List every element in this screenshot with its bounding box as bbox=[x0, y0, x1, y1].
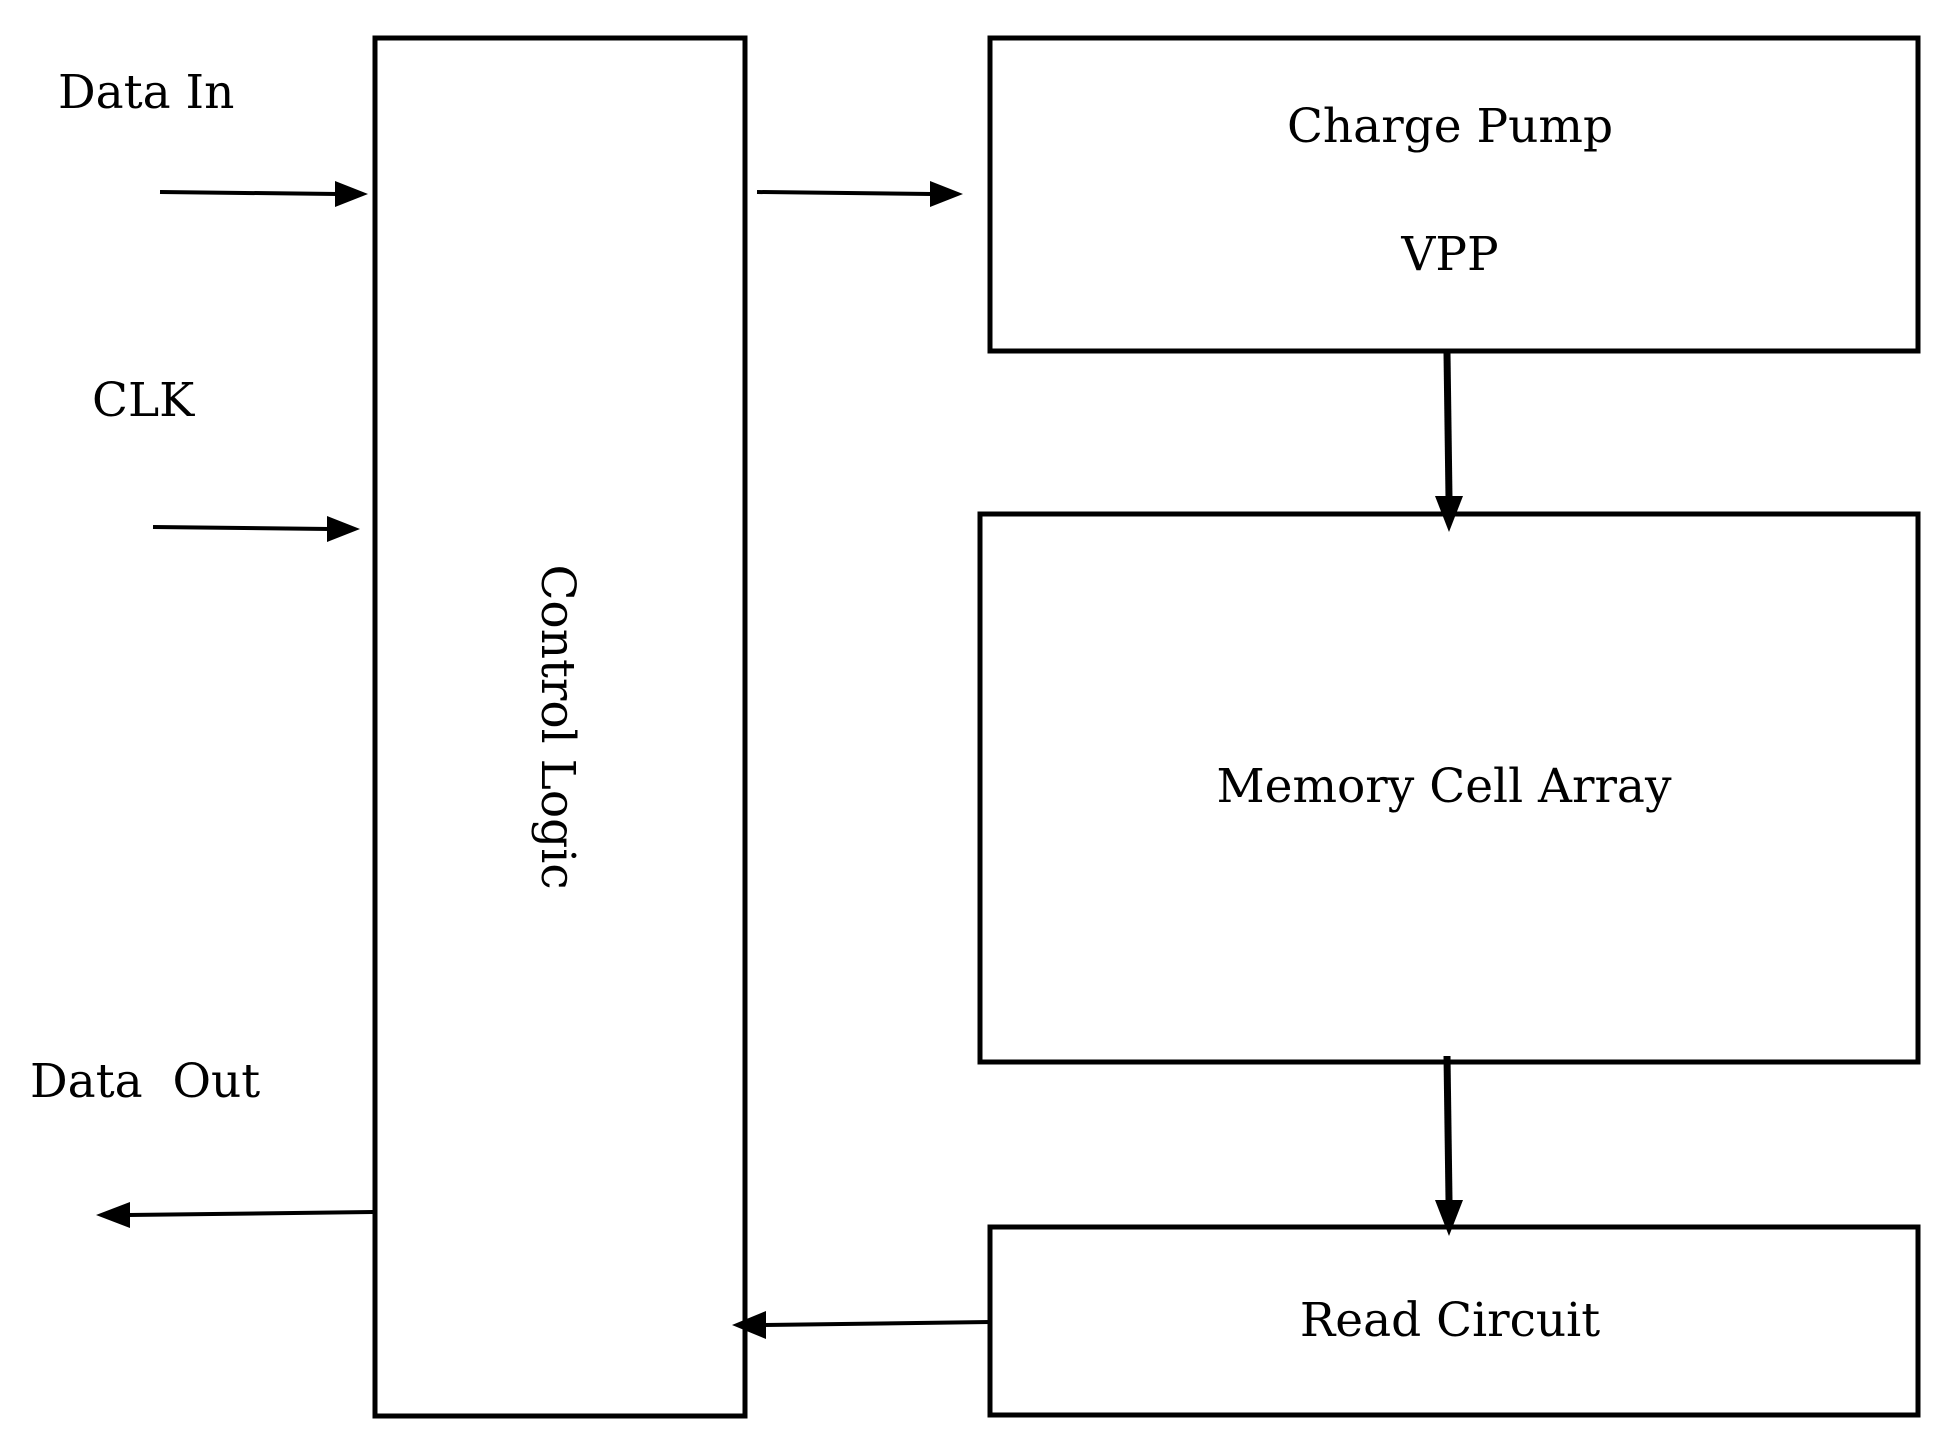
memory-to-read-circuit-arrow bbox=[1435, 1055, 1463, 1236]
read-circuit-to-control-arrow bbox=[732, 1311, 991, 1339]
data-in-arrow bbox=[159, 181, 368, 207]
data-out-arrow bbox=[96, 1202, 374, 1228]
charge-pump-subtitle: VPP bbox=[1400, 227, 1498, 282]
memory-cell-array-label: Memory Cell Array bbox=[1217, 759, 1672, 814]
charge-pump-block: Charge Pump VPP bbox=[987, 35, 1921, 354]
data-out-label: Data Out bbox=[30, 1054, 260, 1109]
memory-cell-array-block: Memory Cell Array bbox=[977, 511, 1921, 1065]
clk-label: CLK bbox=[92, 373, 195, 428]
control-logic-label: Control Logic bbox=[530, 564, 585, 889]
clk-arrow bbox=[152, 516, 360, 542]
data-in-label: Data In bbox=[58, 65, 234, 120]
charge-pump-title: Charge Pump bbox=[1287, 99, 1613, 154]
control-to-charge-pump-arrow bbox=[756, 181, 963, 207]
charge-pump-to-memory-arrow bbox=[1435, 352, 1463, 532]
read-circuit-label: Read Circuit bbox=[1300, 1293, 1600, 1348]
read-circuit-block: Read Circuit bbox=[987, 1224, 1921, 1418]
control-logic-block: Control Logic bbox=[372, 35, 748, 1419]
